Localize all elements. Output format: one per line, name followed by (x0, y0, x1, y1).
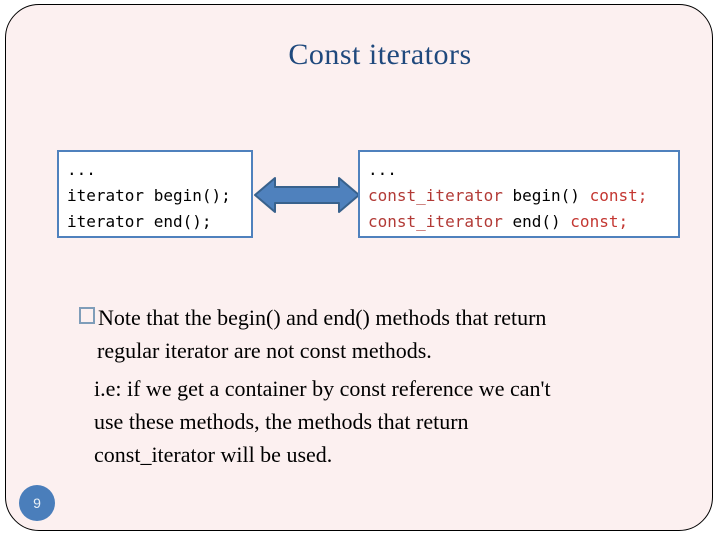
code-line: iterator end(); (67, 212, 212, 231)
body-text: Note that the begin() and end() methods … (98, 305, 547, 330)
code-line: iterator begin(); (67, 186, 231, 205)
slide-body-text: Note that the begin() and end() methods … (79, 301, 664, 471)
code-line: const_iterator begin() const; (368, 183, 678, 209)
slide-title: Const iterators (288, 38, 472, 71)
code-line: const_iterator end() const; (368, 209, 678, 235)
body-text-line: Note that the begin() and end() methods … (79, 301, 664, 334)
body-text-line: use these methods, the methods that retu… (94, 409, 469, 434)
page-number-badge: 9 (19, 485, 55, 521)
code-box-iterator: ... iterator begin(); iterator end(); (57, 150, 253, 238)
code-line: ... (368, 160, 397, 179)
body-text-line: const_iterator will be used. (94, 442, 333, 467)
bullet-paragraph: Note that the begin() and end() methods … (79, 301, 664, 367)
double-arrow-icon (252, 175, 362, 215)
code-token-keyword: const; (570, 212, 629, 231)
code-token-type: const_iterator (368, 186, 503, 205)
code-token-function: end() (502, 212, 571, 231)
square-bullet-icon (79, 307, 95, 324)
code-token-function: begin() (502, 186, 590, 205)
code-box-const-iterator: ... const_iterator begin() const; const_… (358, 150, 680, 238)
page-number: 9 (33, 495, 41, 511)
code-token-keyword: const; (589, 186, 648, 205)
code-line: ... (67, 160, 96, 179)
slide-frame (5, 4, 713, 531)
body-text-line: i.e: if we get a container by const refe… (94, 376, 551, 401)
continuation-paragraph: i.e: if we get a container by const refe… (79, 372, 664, 471)
code-token-type: const_iterator (368, 212, 503, 231)
body-text-line: regular iterator are not const methods. (97, 338, 432, 363)
